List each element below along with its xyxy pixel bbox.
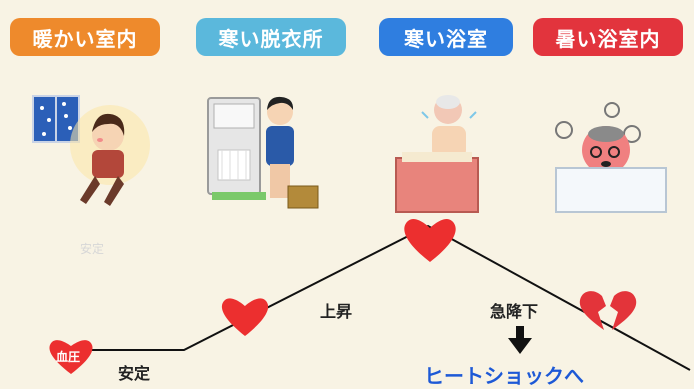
heart-icon bbox=[49, 340, 93, 374]
blood-pressure-line bbox=[60, 224, 691, 371]
stage-label-hot-bathtub: 暑い浴室内 bbox=[533, 18, 683, 56]
rise-label: 上昇 bbox=[320, 302, 353, 321]
warm-room-woman-icon bbox=[32, 95, 150, 206]
sudden-drop-label: 急降下 bbox=[490, 302, 539, 321]
heat-shock-label: ヒートショックへ bbox=[424, 364, 584, 388]
changing-room-man-icon bbox=[207, 96, 319, 209]
stage-label-cold-bathroom: 寒い浴室 bbox=[379, 18, 513, 56]
heart-icon bbox=[404, 219, 456, 262]
stage-label-warm-room: 暖かい室内 bbox=[10, 18, 160, 56]
heart-blood-pressure-label: 血圧 bbox=[56, 350, 81, 364]
faint-stable-label: 安定 bbox=[80, 242, 105, 256]
down-arrow-icon bbox=[508, 326, 532, 354]
hot-bath-dizzy-man-icon bbox=[555, 102, 667, 213]
broken-heart-icon bbox=[579, 291, 637, 330]
stable-label: 安定 bbox=[118, 364, 151, 383]
stage-label-cold-changing-room: 寒い脱衣所 bbox=[196, 18, 346, 56]
cold-bathroom-elder-icon bbox=[395, 95, 479, 213]
heart-icon bbox=[221, 298, 269, 336]
